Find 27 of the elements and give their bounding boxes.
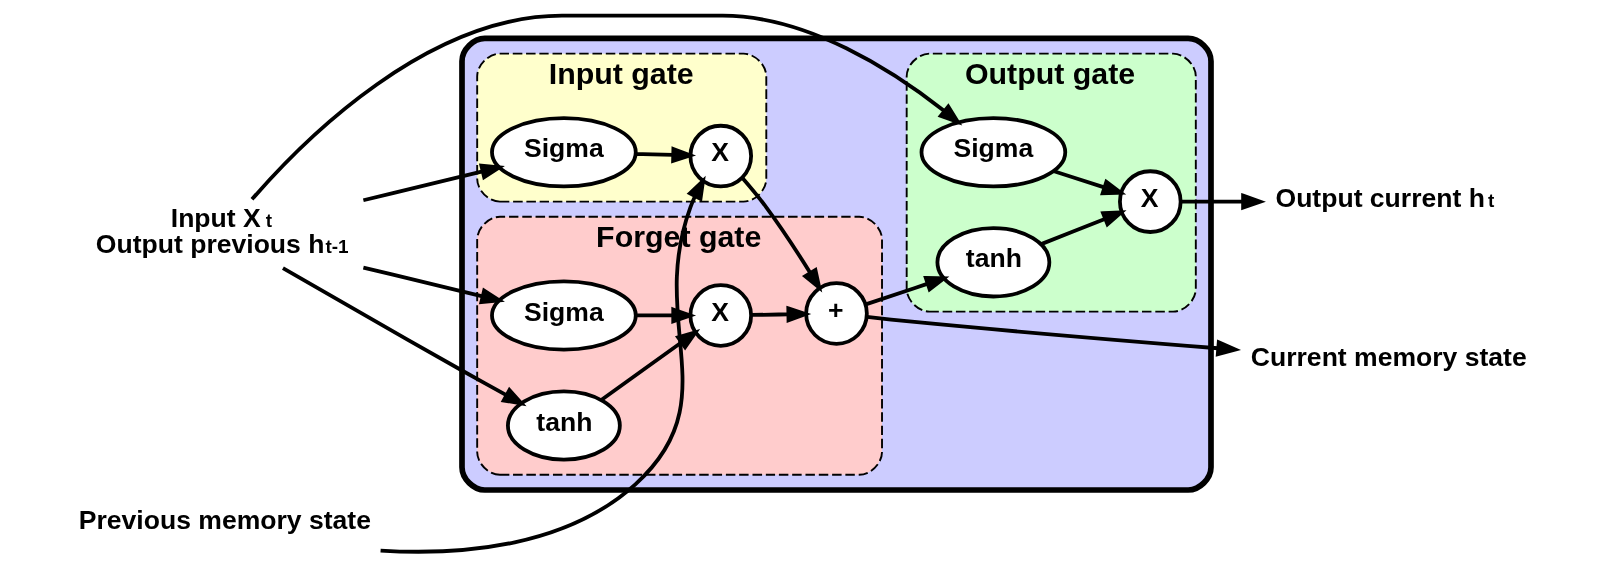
node-text: Current memory state bbox=[1250, 342, 1527, 373]
node-text: Previous memory state bbox=[78, 505, 371, 536]
node-circle: + bbox=[803, 281, 869, 346]
arrow bbox=[1040, 210, 1126, 246]
arrow bbox=[599, 328, 700, 402]
node-ellipse: Sigma bbox=[489, 116, 638, 189]
arrow bbox=[380, 175, 706, 554]
arrow bbox=[635, 146, 696, 164]
node-ellipse: tanh bbox=[935, 226, 1051, 299]
node-ellipse: Sigma bbox=[919, 116, 1067, 189]
node-ellipse: tanh bbox=[505, 389, 622, 462]
arrow bbox=[864, 276, 949, 307]
arrow bbox=[1181, 192, 1266, 211]
arrow bbox=[250, 13, 962, 201]
arrow bbox=[866, 315, 1241, 357]
arrow bbox=[362, 163, 505, 203]
arrow bbox=[740, 176, 822, 293]
arrow bbox=[281, 266, 527, 407]
cluster bbox=[458, 35, 1214, 493]
arrow bbox=[750, 305, 811, 323]
node-circle: X bbox=[688, 283, 753, 348]
arrow bbox=[1052, 169, 1126, 196]
node-circle: X bbox=[1117, 169, 1183, 234]
arrow bbox=[362, 265, 505, 305]
node-text: Output current ht bbox=[1275, 182, 1494, 213]
node-ellipse: Sigma bbox=[489, 279, 638, 352]
node-circle: X bbox=[688, 123, 753, 189]
